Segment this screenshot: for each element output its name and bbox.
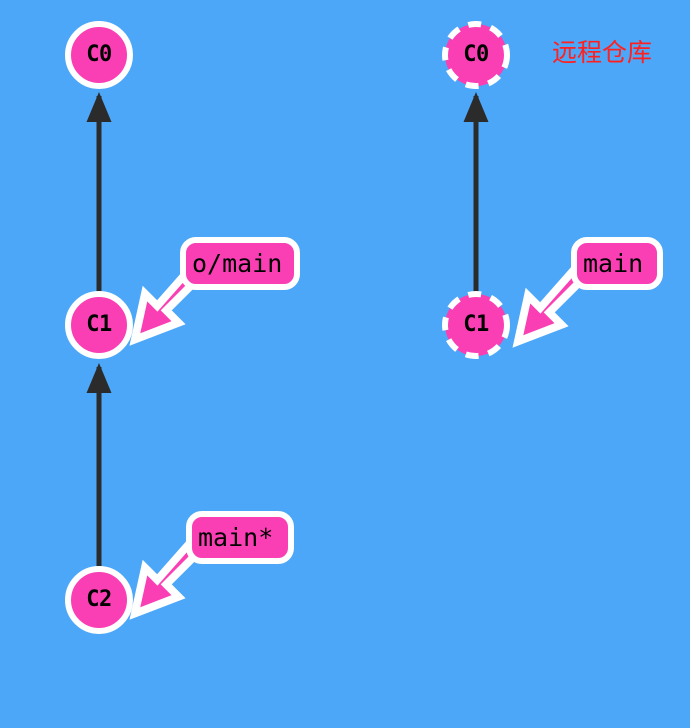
commit-node-c0-local[interactable]: [65, 21, 133, 89]
commit-node-c1-remote[interactable]: [442, 291, 510, 359]
commit-node-c1-local[interactable]: [65, 291, 133, 359]
branch-arrow-main-star: [129, 536, 206, 620]
branch-box-main-remote[interactable]: [571, 237, 663, 290]
branch-arrow-main-remote: [512, 264, 589, 348]
branch-box-main-star[interactable]: [186, 511, 294, 564]
branch-label-boxes: [180, 237, 663, 564]
commit-node-c2-local[interactable]: [65, 566, 133, 634]
remote-repository-group: [442, 21, 589, 359]
local-repository-group: [65, 21, 206, 634]
branch-box-o-main[interactable]: [180, 237, 300, 290]
commit-node-c0-remote[interactable]: [442, 21, 510, 89]
remote-repository-annotation: 远程仓库: [552, 38, 653, 67]
